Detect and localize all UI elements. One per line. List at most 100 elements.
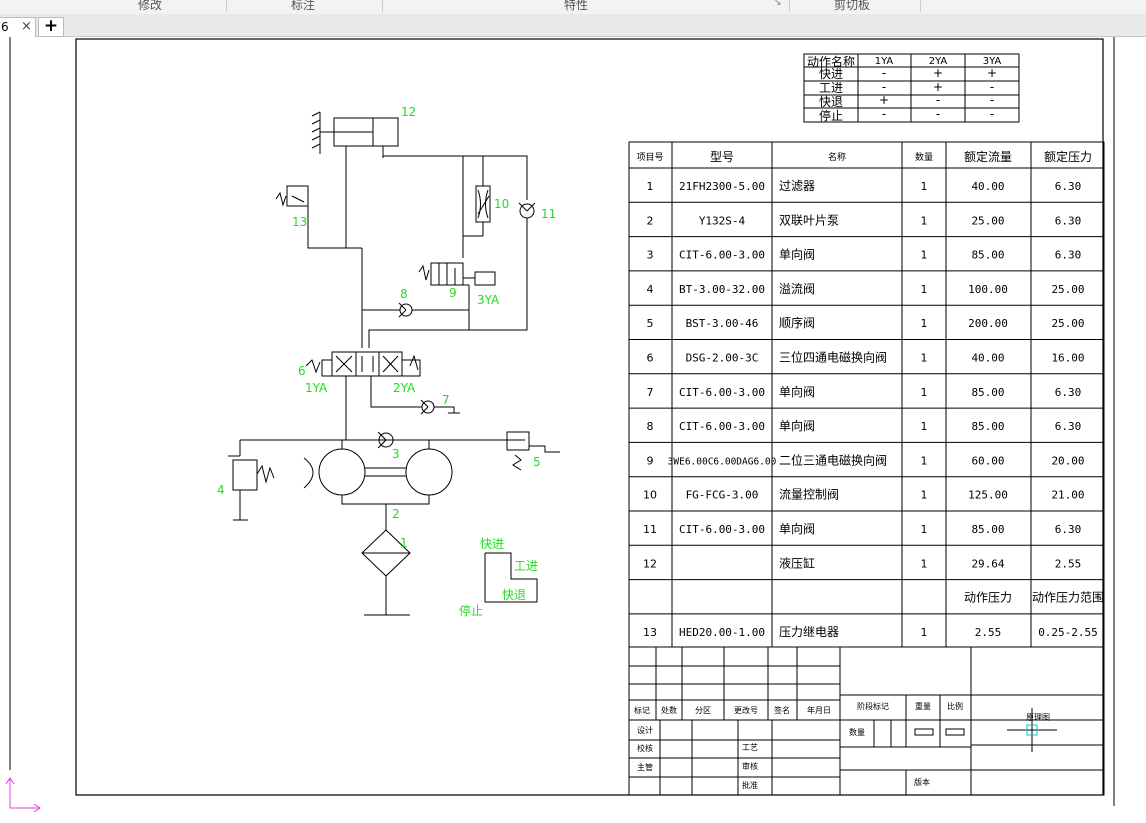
parts-cell: 1 [921,420,928,433]
parts-cell: 40.00 [971,352,1004,365]
relief-valve-4 [228,455,275,521]
parts-cell: 85.00 [971,249,1004,262]
svg-text:+: + [933,80,943,94]
svg-text:+: + [879,93,889,107]
ribbon-group-modify[interactable]: 修改 [138,0,163,12]
svg-text:数量: 数量 [849,727,865,737]
svg-text:-: - [990,93,994,107]
cycle-diagram [484,552,538,603]
parts-cell: 1 [921,523,928,536]
svg-text:年月日: 年月日 [807,705,831,715]
parts-cell: 单向阀 [779,418,815,433]
flow-valve-10 [475,185,491,223]
parts-cell: 动作压力范围 [1032,591,1104,605]
action-table [803,53,1020,123]
parts-cell: 3 [647,249,654,262]
parts-cell: 0.25-2.55 [1038,626,1098,639]
cycle-label-stop: 停止 [459,603,483,618]
parts-cell: Y132S-4 [699,214,746,227]
parts-cell: 85.00 [971,386,1004,399]
add-tab-button[interactable]: + [38,17,64,37]
svg-text:原理图: 原理图 [1026,713,1050,722]
drawing-frame [75,38,1104,796]
parts-cell: 6 [647,352,654,365]
parts-cell: 1 [921,180,928,193]
svg-text:快退: 快退 [819,95,843,109]
svg-text:标记: 标记 [634,705,650,715]
cycle-label-fast-forward: 快进 [480,537,504,551]
ribbon-bar: 修改 标注 特性 ↘ 剪切板 [0,0,1146,15]
label-1: 1 [400,536,408,550]
label-2: 2 [392,507,400,521]
parts-cell: 1 [921,386,928,399]
svg-text:审核: 审核 [742,761,758,771]
svg-text:动作名称: 动作名称 [807,54,855,69]
parts-cell: BT-3.00-32.00 [679,283,765,296]
svg-text:-: - [990,80,994,94]
parts-cell: 单向阀 [779,384,815,399]
parts-cell: 过滤器 [779,179,815,193]
parts-cell: 单向阀 [779,521,815,536]
svg-text:批准: 批准 [742,780,758,790]
svg-text:处数: 处数 [661,705,677,715]
label-8: 8 [400,287,408,301]
document-tab[interactable]: 6 × [0,17,36,37]
parts-cell: 单向阀 [779,247,815,262]
parts-table-header: 项目号 型号 名称 数量 额定流量 额定压力 [636,149,1092,164]
label-13: 13 [292,215,307,229]
svg-text:-: - [990,107,994,121]
parts-cell: 1 [921,214,928,227]
ribbon-group-clipboard[interactable]: 剪切板 [834,0,871,12]
parts-cell: 25.00 [1051,283,1084,296]
parts-cell: 6.30 [1055,386,1082,399]
label-11: 11 [541,207,556,221]
label-9: 9 [449,286,457,300]
cycle-label-fast-return: 快退 [502,588,526,602]
parts-cell: 13 [643,626,657,639]
svg-text:1YA: 1YA [875,56,894,67]
cycle-label-work-feed: 工进 [514,559,538,573]
parts-cell: CIT-6.00-3.00 [679,386,765,399]
svg-text:3YA: 3YA [983,56,1002,67]
parts-cell: 1 [921,249,928,262]
parts-cell: DSG-2.00-3C [686,352,759,365]
parts-cell: 16.00 [1051,352,1084,365]
svg-text:2YA: 2YA [929,56,948,67]
parts-cell: 29.64 [971,557,1004,570]
ribbon-group-annotate[interactable]: 标注 [291,0,316,12]
svg-text:-: - [882,80,886,94]
svg-text:主管: 主管 [637,762,653,772]
svg-text:-: - [882,66,886,80]
close-icon[interactable]: × [21,19,32,34]
parts-cell: 6.30 [1055,249,1082,262]
hydraulic-schematic [228,111,560,616]
svg-text:更改号: 更改号 [734,705,758,715]
parts-cell: 2.55 [975,626,1002,639]
svg-text:+: + [987,66,997,80]
parts-cell: 1 [921,352,928,365]
ribbon-group-properties[interactable]: 特性 [564,0,589,12]
dialog-launcher-icon[interactable]: ↘ [774,0,782,8]
drawing-svg: 12 13 10 11 9 8 3YA 6 1YA 2YA 7 3 4 5 2 … [5,37,1115,813]
label-2ya: 2YA [393,381,416,395]
svg-text:重量: 重量 [915,701,931,711]
component-labels: 12 13 10 11 9 8 3YA 6 1YA 2YA 7 3 4 5 2 … [217,105,556,618]
check-valve-8 [398,302,413,318]
parts-cell: CIT-6.00-3.00 [679,420,765,433]
parts-cell: 20.00 [1051,454,1084,467]
svg-text:停止: 停止 [819,108,843,123]
parts-cell: 21FH2300-5.00 [679,180,765,193]
parts-cell: 压力继电器 [779,625,839,639]
parts-cell: 三位四通电磁换向阀 [779,350,887,365]
parts-cell: 21.00 [1051,489,1084,502]
parts-cell: 顺序阀 [779,315,815,330]
label-4: 4 [217,483,225,497]
check-valve-7 [420,399,435,415]
parts-cell: 6.30 [1055,180,1082,193]
drawing-canvas[interactable]: 12 13 10 11 9 8 3YA 6 1YA 2YA 7 3 4 5 2 … [0,37,1146,819]
parts-cell: 1 [921,283,928,296]
parts-cell: 11 [643,523,657,536]
parts-cell: 二位三通电磁换向阀 [779,452,887,467]
parts-cell: 1 [921,626,928,639]
svg-text:额定压力: 额定压力 [1044,149,1092,164]
